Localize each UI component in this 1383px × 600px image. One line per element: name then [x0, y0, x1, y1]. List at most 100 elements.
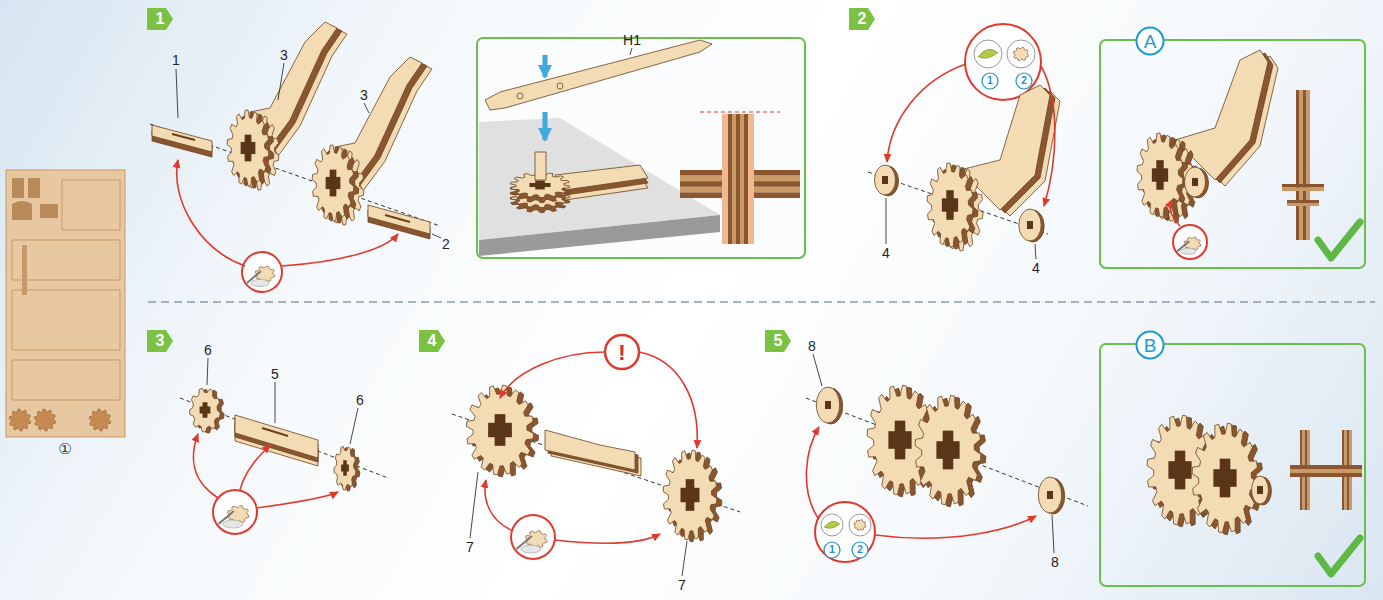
- part-number: 6: [356, 393, 364, 407]
- step-badge: 2: [849, 8, 875, 30]
- check-mark: [1318, 538, 1360, 574]
- divider-line: [148, 301, 1375, 303]
- section-layer: [1296, 90, 1300, 240]
- leader-line: [364, 103, 369, 113]
- axle-hole: [326, 177, 341, 189]
- gear-part: [227, 110, 269, 186]
- section-layer: [740, 114, 744, 244]
- gear-icon: [1013, 47, 1028, 61]
- leader-line: [886, 198, 887, 244]
- section-layer: [736, 170, 740, 198]
- red-arrow: [257, 492, 338, 508]
- panel-frame: [1100, 40, 1365, 268]
- glue-icon: [1173, 225, 1207, 259]
- axle-hole: [825, 401, 831, 409]
- gear-part: [312, 145, 354, 221]
- leader-line: [432, 234, 441, 238]
- section-glue: [722, 114, 728, 244]
- warning-circle: [605, 335, 639, 369]
- axle-hole: [882, 176, 888, 184]
- badge-shape: [765, 330, 791, 352]
- badge-shape: [147, 330, 173, 352]
- section-layer: [1282, 188, 1324, 192]
- section-layer: [1307, 90, 1311, 240]
- red-arrow: [639, 352, 697, 448]
- leader-line: [682, 541, 687, 576]
- assembly-letter: A: [1135, 26, 1165, 56]
- section-layer: [728, 114, 732, 244]
- section-layer: [744, 170, 748, 198]
- flush-line: [700, 112, 780, 113]
- glue-icon: [213, 490, 257, 534]
- section-layer: [732, 114, 736, 244]
- red-arrow: [1170, 200, 1180, 226]
- node-text: B: [1144, 336, 1157, 355]
- part-2: [368, 205, 430, 234]
- number-ring: [852, 542, 868, 558]
- check-mark: [1318, 222, 1360, 258]
- axle-hole: [1168, 461, 1191, 479]
- red-arrow: [177, 160, 245, 266]
- red-arrow: [500, 352, 605, 398]
- number-ring: [824, 542, 840, 558]
- press-arrow: [543, 112, 548, 140]
- node-text: 1: [156, 11, 165, 27]
- axle-part: [535, 152, 546, 180]
- glue-icon: [242, 252, 282, 292]
- step-number: 2: [1021, 76, 1027, 86]
- disc-part: [1019, 209, 1041, 241]
- red-arrow: [806, 427, 819, 518]
- leader-line: [1035, 244, 1036, 259]
- part-number: 4: [882, 246, 890, 260]
- disc-part: [1185, 167, 1206, 197]
- glue-dish: [1181, 248, 1196, 254]
- part-number: ①: [58, 442, 71, 457]
- section-layer: [740, 170, 744, 198]
- part-number: 7: [466, 540, 474, 554]
- icon-circle: [974, 40, 1002, 68]
- section-layer: [744, 114, 748, 244]
- node-text: 3: [156, 333, 165, 349]
- gear-part: [190, 388, 221, 432]
- step-badge: 1: [147, 8, 173, 30]
- part-number: 5: [271, 367, 279, 381]
- part-number: 8: [808, 339, 816, 353]
- badge-shape: [419, 330, 445, 352]
- axle-hole: [1027, 221, 1033, 229]
- sheet-outlines: [12, 180, 120, 400]
- part-number: H1: [623, 33, 641, 47]
- axle-hole: [341, 464, 349, 471]
- leader-line: [176, 69, 178, 118]
- axle-hole: [488, 423, 512, 437]
- table-edge: [479, 215, 720, 256]
- gear-part: [663, 450, 717, 540]
- axle-hole: [1152, 168, 1168, 181]
- red-arrow: [1041, 66, 1055, 206]
- red-arrow: [193, 434, 218, 498]
- slot: [172, 134, 195, 140]
- badge-shape: [147, 8, 173, 30]
- node-text: A: [1144, 32, 1157, 51]
- disc-part: [1252, 476, 1269, 504]
- step-badge: 3: [147, 330, 173, 352]
- hand-icon: [824, 521, 839, 528]
- glue-dish: [251, 279, 269, 286]
- icon-circle: [849, 514, 871, 536]
- part-number: 7: [678, 578, 686, 592]
- press-arrow: [543, 55, 548, 77]
- panel-frame: [477, 38, 805, 258]
- axle-hole: [529, 183, 550, 187]
- sheet-gear: [89, 409, 111, 431]
- axle-hole: [1047, 491, 1053, 499]
- tool-hole: [517, 93, 523, 99]
- section-layer: [732, 170, 736, 198]
- gear-part: [927, 163, 973, 247]
- axle-hole: [942, 198, 958, 211]
- leader-line: [350, 408, 358, 444]
- sheet-strip: [22, 245, 27, 295]
- part-number: 1: [172, 53, 180, 67]
- step-badge: 5: [765, 330, 791, 352]
- leader-line: [278, 63, 284, 100]
- axle-hole: [888, 431, 911, 449]
